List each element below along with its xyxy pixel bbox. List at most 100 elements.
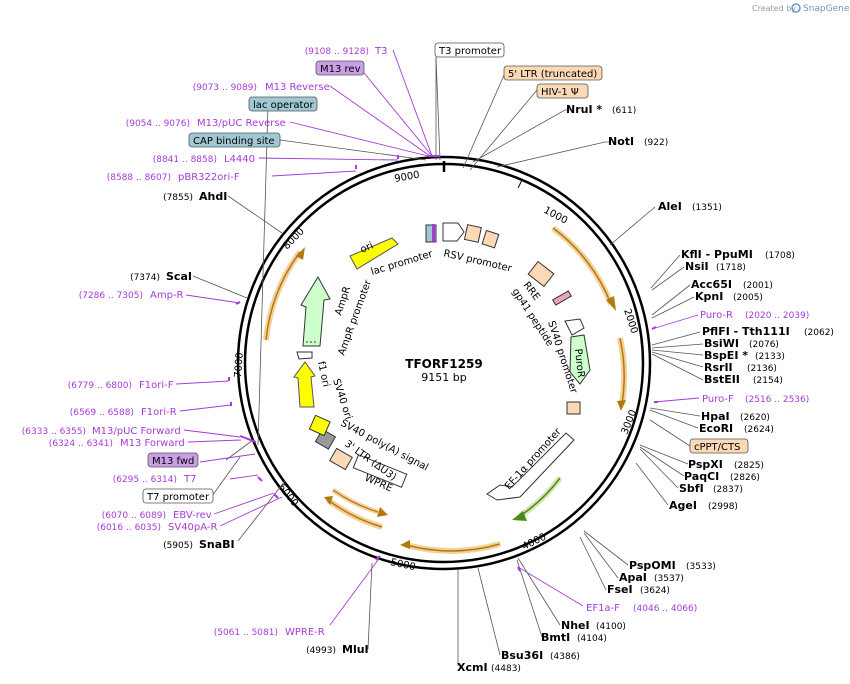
site-noti-pos: (922) — [644, 138, 668, 148]
site-sbfi[interactable]: SbfI — [679, 482, 704, 495]
site-xcmi-pos: (4483) — [491, 664, 521, 674]
m13-rev-label[interactable]: M13 rev — [320, 64, 361, 75]
site-nhei[interactable]: NheI — [561, 619, 590, 632]
m13-fwd-label[interactable]: M13 fwd — [152, 456, 194, 467]
primer-ampr-range: (7286 .. 7305) — [79, 291, 143, 301]
site-rsrii[interactable]: RsrII — [704, 361, 733, 374]
site-alei-pos: (1351) — [692, 203, 722, 213]
cppt-feature[interactable] — [566, 401, 581, 415]
primer-m13puc-rev-range: (9054 .. 9076) — [126, 119, 190, 129]
site-pspxi[interactable]: PspXI — [688, 458, 723, 471]
cap-site-label[interactable]: CAP binding site — [193, 136, 275, 147]
hiv-psi-feature[interactable] — [481, 229, 500, 249]
site-acc65i[interactable]: Acc65I — [691, 278, 732, 291]
primer-t3[interactable]: T3 — [374, 46, 387, 57]
primer-m13-forward[interactable]: M13 Forward — [120, 438, 185, 449]
site-bsteii[interactable]: BstEII — [704, 373, 740, 386]
site-ecori[interactable]: EcoRI — [699, 422, 733, 435]
plasmid-length: 9151 bp — [421, 371, 466, 384]
tick-3000: 3000 — [620, 408, 640, 436]
lac-operator-label[interactable]: lac operator — [253, 100, 314, 111]
primer-wpre-r[interactable]: WPRE-R — [285, 627, 325, 638]
site-apai[interactable]: ApaI — [619, 571, 647, 584]
primer-m13-reverse[interactable]: M13 Reverse — [265, 82, 330, 93]
puror-feature[interactable] — [569, 334, 591, 385]
primer-m13puc-forward[interactable]: M13/pUC Forward — [92, 426, 181, 437]
rre-feature[interactable] — [527, 260, 555, 288]
ori-feature[interactable] — [349, 237, 399, 270]
t7-promoter-label[interactable]: T7 promoter — [146, 492, 210, 503]
site-pspomi[interactable]: PspOMI — [629, 559, 676, 572]
site-mlui[interactable]: MluI — [342, 643, 369, 656]
tick-9000: 9000 — [394, 170, 421, 185]
tick-5000: 5000 — [389, 557, 416, 573]
primer-l4440-range: (8841 .. 8858) — [153, 155, 217, 165]
primer-ebv-rev[interactable]: EBV-rev — [173, 510, 212, 521]
brand-text: SnapGene — [803, 4, 850, 14]
lac-operator-feature[interactable] — [425, 224, 437, 243]
orf-arcs — [263, 225, 628, 554]
site-fsei[interactable]: FseI — [607, 583, 633, 596]
site-alei[interactable]: AleI — [658, 200, 682, 213]
site-bmti-pos: (4104) — [577, 634, 607, 644]
ltr-truncated-label[interactable]: 5' LTR (truncated) — [508, 69, 597, 80]
site-nrui[interactable]: NruI * — [566, 103, 602, 116]
primer-t7[interactable]: T7 — [183, 474, 196, 485]
rsv-promoter-feature[interactable] — [442, 222, 465, 242]
site-kfli-ppumi[interactable]: KflI - PpuMI — [681, 248, 753, 261]
primer-puro-f-range: (2516 .. 2536) — [745, 395, 809, 405]
f1-ori-feature[interactable] — [293, 361, 316, 408]
primer-pbr322-range: (8588 .. 8607) — [107, 173, 171, 183]
site-bsu36i[interactable]: Bsu36I — [501, 649, 543, 662]
primer-sv40pa-r[interactable]: SV40pA-R — [168, 522, 217, 533]
ampr-feature[interactable] — [300, 275, 331, 347]
site-hpai[interactable]: HpaI — [701, 410, 730, 423]
primer-pbr322ori-f[interactable]: pBR322ori-F — [178, 172, 240, 183]
site-nsii[interactable]: NsiI — [685, 260, 709, 273]
hiv-psi-label[interactable]: HIV-1 Ψ — [541, 87, 579, 98]
ltr3-feature[interactable] — [329, 447, 353, 471]
site-pflfi-tth111i[interactable]: PflFI - Tth111I — [702, 325, 790, 338]
primer-ef1a-f[interactable]: EF1a-F — [586, 603, 620, 614]
primer-amp-r[interactable]: Amp-R — [150, 290, 184, 301]
site-xcmi[interactable]: XcmI — [457, 661, 488, 674]
left-site-labels: (7855) AhdI (7374) ScaI (5905) SnaBI (49… — [130, 190, 369, 656]
primer-puro-r-range: (2020 .. 2039) — [745, 311, 809, 321]
primer-f1ori-r[interactable]: F1ori-R — [141, 407, 177, 418]
primer-f1ori-f[interactable]: F1ori-F — [139, 380, 174, 391]
sv40-ori-feature[interactable] — [308, 414, 331, 437]
site-noti[interactable]: NotI — [608, 135, 634, 148]
primer-marks-top — [432, 224, 435, 242]
primer-m13puc-reverse[interactable]: M13/pUC Reverse — [197, 118, 286, 129]
site-scai-pos: (7374) — [130, 273, 160, 283]
site-rsrii-pos: (2136) — [747, 364, 777, 374]
site-pspxi-pos: (2825) — [734, 461, 764, 471]
site-scai[interactable]: ScaI — [166, 270, 192, 283]
site-kpni[interactable]: KpnI — [695, 290, 723, 303]
cppt-cts-label[interactable]: cPPT/CTS — [694, 442, 740, 453]
tick-7000: 7000 — [233, 352, 246, 378]
site-snabi[interactable]: SnaBI — [199, 538, 235, 551]
site-bmti[interactable]: BmtI — [541, 631, 570, 644]
t3-promoter-label[interactable]: T3 promoter — [438, 46, 502, 57]
wpre-feature[interactable] — [352, 454, 408, 488]
primer-leader-lines — [175, 49, 700, 626]
ef1a-feature[interactable] — [486, 432, 575, 501]
site-ahdi[interactable]: AhdI — [199, 190, 227, 203]
gp41-feature[interactable] — [552, 290, 572, 306]
boxed-labels: M13 rev lac operator CAP binding site M1… — [142, 42, 749, 504]
site-hpai-pos: (2620) — [740, 413, 770, 423]
ampr-promoter-feature[interactable] — [296, 351, 313, 360]
primer-puro-r[interactable]: Puro-R — [700, 310, 733, 321]
site-bsiwi[interactable]: BsiWI — [704, 337, 739, 350]
site-kfli-pos: (1708) — [765, 251, 795, 261]
sv40-promoter-feature[interactable] — [564, 318, 585, 336]
site-bspei[interactable]: BspEI * — [704, 349, 748, 362]
primer-l4440[interactable]: L4440 — [224, 154, 255, 165]
primer-puro-f[interactable]: Puro-F — [702, 394, 734, 405]
ltr-feature[interactable] — [463, 224, 482, 243]
site-paqci[interactable]: PaqCI — [684, 470, 719, 483]
primer-ebv-range: (6070 .. 6089) — [102, 511, 166, 521]
site-agei[interactable]: AgeI — [669, 499, 697, 512]
